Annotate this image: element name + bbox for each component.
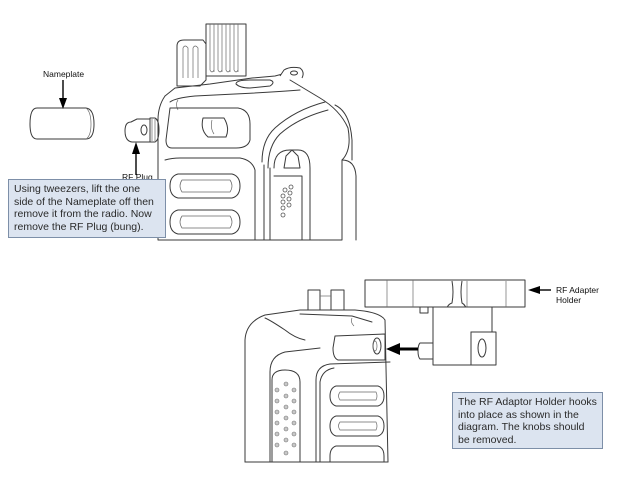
radio-side-view <box>244 289 391 463</box>
nameplate-arrow <box>59 80 67 109</box>
step1-note: Using tweezers, lift the one side of the… <box>8 179 166 238</box>
step2-note: The RF Adaptor Holder hooks into place a… <box>452 392 603 449</box>
rf-adapter-holder <box>364 279 526 366</box>
insert-arrow <box>386 343 418 355</box>
step1-note-text: Using tweezers, lift the one side of the… <box>14 183 154 233</box>
rf-plug-part <box>124 117 160 143</box>
rf-adapter-holder-label-line1: RF Adapter <box>556 285 599 295</box>
nameplate-label: Nameplate <box>43 69 85 79</box>
radio-top-view <box>157 23 357 241</box>
nameplate-part <box>29 107 95 140</box>
step2-note-text: The RF Adaptor Holder hooks into place a… <box>458 396 597 446</box>
rf-plug-label: RF Plug <box>122 172 153 182</box>
rf-adapter-holder-label-line2: Holder <box>556 295 582 305</box>
rf-adapter-holder-label: RF Adapter Holder <box>556 285 599 305</box>
rf-adapter-holder-arrow <box>528 286 551 294</box>
rf-plug-arrow <box>132 142 140 175</box>
